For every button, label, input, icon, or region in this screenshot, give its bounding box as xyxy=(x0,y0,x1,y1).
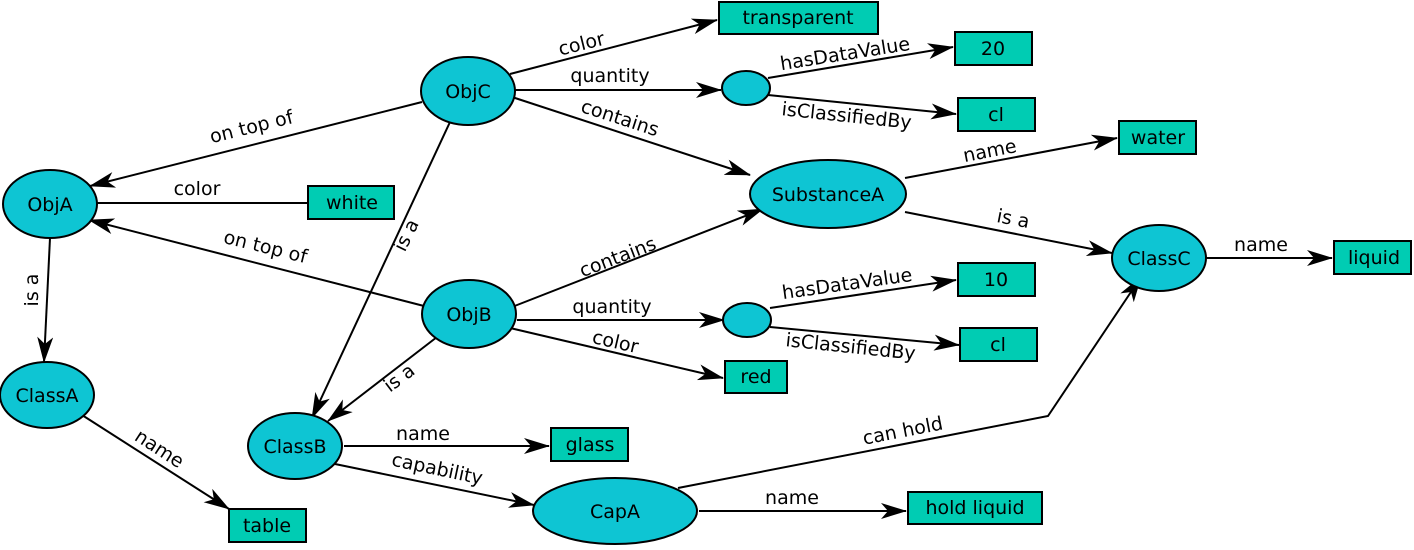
node-label-substancea: SubstanceA xyxy=(772,184,884,206)
edge-label-objc-contains: contains xyxy=(578,95,661,141)
edge-classa-name xyxy=(81,414,230,510)
edge-label-obja-color: color xyxy=(174,178,221,200)
node-label-objb: ObjB xyxy=(446,304,491,326)
literal-label-20: 20 xyxy=(981,38,1005,60)
literal-label-transparent: transparent xyxy=(742,7,853,29)
node-obja: ObjA xyxy=(2,169,98,239)
literal-red: red xyxy=(724,360,788,394)
node-label-classa: ClassA xyxy=(16,385,79,407)
edge-label-classb-capability: capability xyxy=(390,449,485,490)
node-label-objc: ObjC xyxy=(445,81,491,103)
node-label-obja: ObjA xyxy=(27,194,72,216)
literal-label-cl-1: cl xyxy=(988,104,1004,126)
node-label-classc: ClassC xyxy=(1127,248,1190,270)
literal-label-hold-liquid: hold liquid xyxy=(925,497,1024,519)
edge-label-q2-hasdatavalue: hasDataValue xyxy=(781,264,914,304)
edge-label-objc-ontop: on top of xyxy=(208,106,297,148)
edge-label-substance-name: name xyxy=(961,135,1018,167)
node-classa: ClassA xyxy=(0,361,95,429)
literal-glass: glass xyxy=(550,427,629,462)
node-quantity-blank-1 xyxy=(721,70,771,106)
literal-table: table xyxy=(228,508,307,543)
literal-cl-2: cl xyxy=(959,327,1038,362)
literal-water: water xyxy=(1118,120,1197,155)
edge-label-objb-isa: is a xyxy=(380,360,419,397)
edge-label-classc-name: name xyxy=(1234,234,1288,256)
literal-label-10: 10 xyxy=(984,269,1008,291)
edge-objb-isa xyxy=(327,336,438,422)
edges xyxy=(37,18,1333,519)
edge-label-substance-isa: is a xyxy=(995,205,1031,233)
literal-label-liquid: liquid xyxy=(1348,247,1400,269)
node-objc: ObjC xyxy=(420,56,516,126)
node-objb: ObjB xyxy=(421,279,517,349)
literal-label-water: water xyxy=(1131,127,1185,149)
literal-label-red: red xyxy=(740,366,771,388)
literal-cl-1: cl xyxy=(957,97,1036,132)
literal-label-white: white xyxy=(326,192,378,214)
node-quantity-blank-2 xyxy=(722,302,772,338)
edge-label-classa-name: name xyxy=(131,425,188,473)
edge-q2-isclassifiedby xyxy=(769,326,960,351)
node-classb: ClassB xyxy=(247,412,343,480)
edge-substance-name xyxy=(904,134,1118,179)
literal-hold-liquid: hold liquid xyxy=(907,491,1043,525)
node-label-classb: ClassB xyxy=(263,436,326,458)
literal-liquid: liquid xyxy=(1333,240,1412,275)
node-substancea: SubstanceA xyxy=(749,159,907,229)
literal-transparent: transparent xyxy=(718,1,879,35)
node-capa: CapA xyxy=(532,477,698,545)
edge-label-objb-quantity: quantity xyxy=(572,296,651,318)
literal-white: white xyxy=(307,185,395,220)
edge-capa-canhold xyxy=(677,276,1142,489)
edge-q1-hasdatavalue xyxy=(767,43,954,79)
edge-classb-capability xyxy=(334,463,535,508)
edge-objc-isa xyxy=(311,121,451,419)
edge-obja-isa xyxy=(37,237,54,363)
literal-label-table: table xyxy=(243,515,291,537)
edge-substance-isa xyxy=(904,211,1113,256)
node-label-capa: CapA xyxy=(590,501,640,523)
edge-label-objb-ontop: on top of xyxy=(221,226,310,268)
literal-label-glass: glass xyxy=(566,434,615,456)
edge-objc-contains xyxy=(511,96,751,176)
literal-10: 10 xyxy=(957,262,1036,297)
edge-q1-isclassifiedby xyxy=(767,94,957,120)
edge-objb-color xyxy=(509,327,724,381)
edge-objc-ontop xyxy=(89,101,423,188)
edge-label-obja-isa: is a xyxy=(21,274,43,307)
edge-label-objc-isa: is a xyxy=(390,216,424,255)
edge-label-objc-quantity: quantity xyxy=(570,65,649,87)
edge-objb-ontop xyxy=(88,218,425,307)
edge-label-objb-contains: contains xyxy=(576,233,659,282)
node-classc: ClassC xyxy=(1111,224,1207,292)
edge-labels: color quantity hasDataValue isClassified… xyxy=(21,28,1288,509)
edge-label-capa-name: name xyxy=(765,487,819,509)
edge-q2-hasdatavalue xyxy=(769,275,957,309)
literal-label-cl-2: cl xyxy=(990,334,1006,356)
edge-objb-contains xyxy=(511,208,764,308)
edge-objc-color xyxy=(509,18,718,75)
edge-label-q1-hasdatavalue: hasDataValue xyxy=(779,33,912,75)
edge-label-objb-color: color xyxy=(590,326,641,358)
edge-label-classb-name: name xyxy=(396,423,450,445)
nodes: ObjC ObjA ObjB ClassA ClassB ClassC Subs… xyxy=(0,56,1207,545)
literal-20: 20 xyxy=(954,31,1033,66)
literals: transparent 20 cl water white 10 cl red xyxy=(228,1,1412,543)
